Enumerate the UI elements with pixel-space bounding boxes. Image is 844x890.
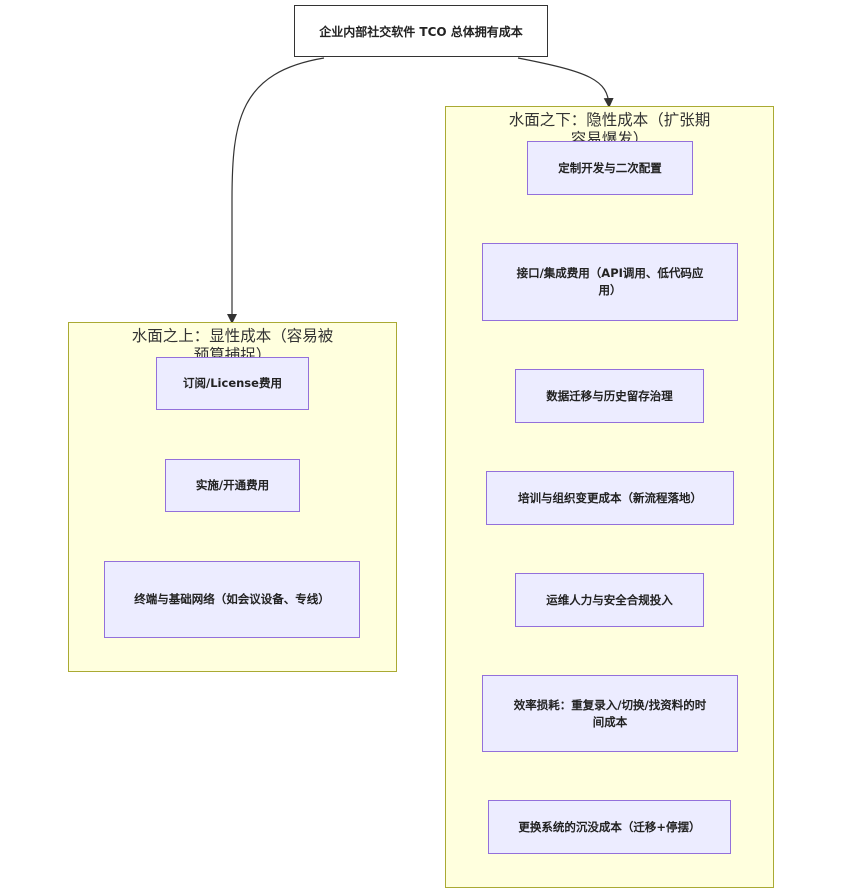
node-label: 效率损耗：重复录入/切换/找资料的时间成本 [513,697,707,729]
hidden-cost-node-integration[interactable]: 接口/集成费用（API调用、低代码应用） [482,243,738,321]
visible-cost-node-terminals-network[interactable]: 终端与基础网络（如会议设备、专线） [104,561,360,638]
visible-cost-node-license[interactable]: 订阅/License费用 [156,357,309,410]
edge-root-to-hidden [517,57,614,108]
hidden-cost-node-sunk-cost[interactable]: 更换系统的沉没成本（迁移+停摆） [488,800,731,854]
node-label: 数据迁移与历史留存治理 [546,388,673,403]
node-label: 终端与基础网络（如会议设备、专线） [134,592,330,606]
node-label: 实施/开通费用 [195,478,270,492]
node-label: 运维人力与安全合规投入 [546,592,673,607]
node-label: 培训与组织变更成本（新流程落地） [518,490,702,505]
hidden-cost-node-custom-dev[interactable]: 定制开发与二次配置 [527,141,693,195]
hidden-cost-node-efficiency-loss[interactable]: 效率损耗：重复录入/切换/找资料的时间成本 [482,675,738,752]
hidden-cost-node-ops-security[interactable]: 运维人力与安全合规投入 [515,573,704,627]
node-label: 接口/集成费用（API调用、低代码应用） [516,266,704,297]
hidden-cost-node-data-migration[interactable]: 数据迁移与历史留存治理 [515,369,704,423]
edge-root-to-visible [227,57,325,324]
hidden-cost-node-training[interactable]: 培训与组织变更成本（新流程落地） [486,471,734,525]
node-label: 订阅/License费用 [183,376,282,390]
root-node[interactable]: 企业内部社交软件 TCO 总体拥有成本 [294,5,548,57]
node-label: 定制开发与二次配置 [558,160,662,175]
node-label: 更换系统的沉没成本（迁移+停摆） [518,819,701,834]
root-node-label: 企业内部社交软件 TCO 总体拥有成本 [319,24,523,39]
visible-cost-node-implementation[interactable]: 实施/开通费用 [165,459,300,512]
